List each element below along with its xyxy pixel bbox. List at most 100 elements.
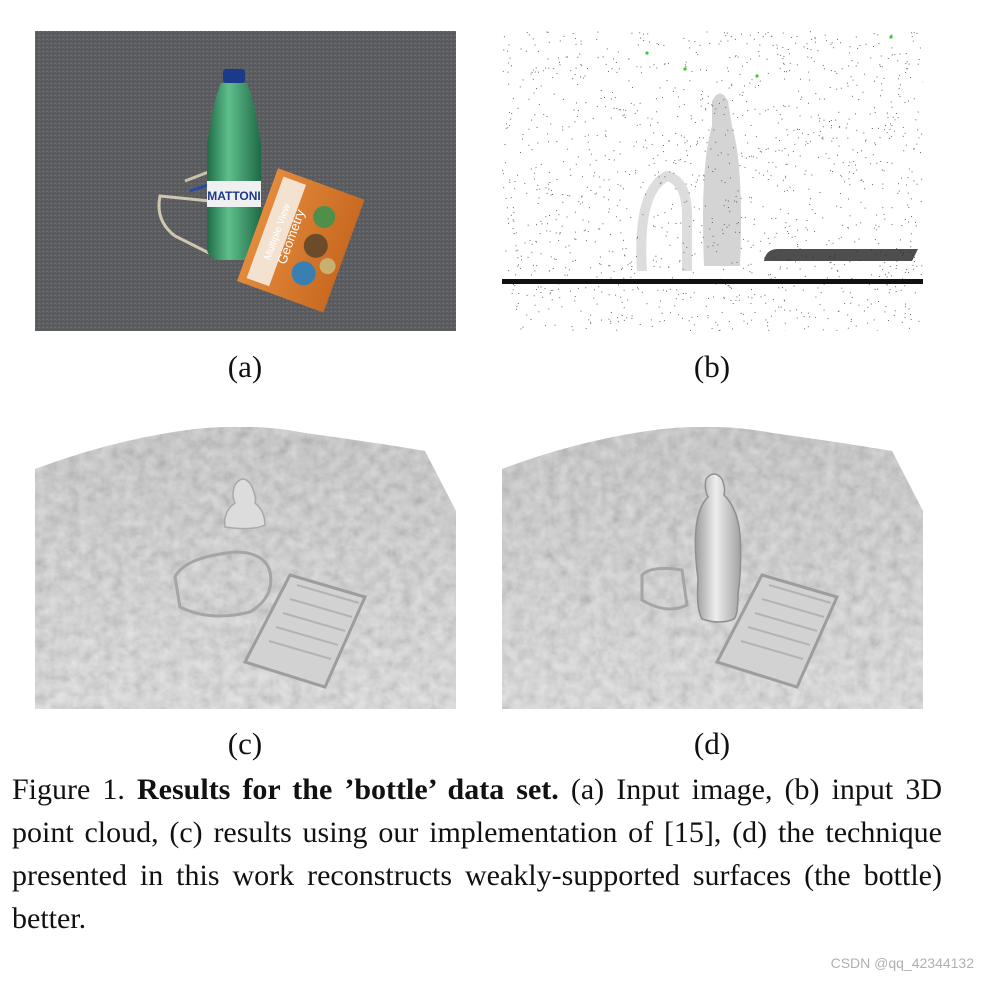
cloud-point — [617, 183, 619, 185]
cloud-point — [774, 310, 776, 312]
cloud-point — [512, 227, 514, 229]
cloud-point — [772, 44, 774, 46]
cloud-point — [715, 321, 717, 323]
cloud-point — [616, 317, 618, 319]
cloud-point — [802, 289, 804, 291]
cloud-point — [711, 222, 713, 223]
cloud-point — [727, 40, 729, 42]
cloud-point — [567, 148, 569, 150]
cloud-point — [704, 205, 706, 207]
cloud-point — [727, 70, 729, 72]
cloud-point — [750, 263, 752, 265]
cloud-point — [804, 144, 806, 146]
cloud-point — [838, 238, 840, 240]
cloud-point — [573, 109, 575, 111]
cloud-point — [593, 297, 595, 299]
cloud-point — [765, 149, 767, 150]
cloud-point — [679, 260, 681, 262]
cloud-point — [786, 190, 788, 191]
cloud-point — [620, 232, 622, 234]
cloud-point — [766, 58, 768, 60]
cloud-point — [596, 276, 598, 278]
cloud-point — [587, 231, 589, 233]
cloud-point — [691, 70, 693, 72]
cloud-point — [622, 248, 624, 250]
cloud-point — [889, 128, 891, 130]
cloud-point — [807, 48, 809, 50]
cloud-point — [620, 296, 622, 298]
cloud-point — [503, 187, 505, 189]
cloud-point — [612, 251, 614, 253]
cloud-point — [623, 239, 624, 241]
cloud-point — [785, 289, 787, 291]
cloud-point — [894, 310, 896, 312]
cloud-point — [895, 286, 897, 288]
cloud-point — [917, 111, 919, 113]
cloud-point — [753, 223, 755, 225]
cloud-point — [608, 250, 610, 252]
cloud-point — [916, 183, 918, 185]
cloud-point — [655, 98, 657, 100]
cloud-point — [767, 325, 769, 327]
cloud-point — [701, 225, 703, 227]
cloud-point — [796, 317, 798, 319]
cloud-point — [539, 188, 541, 190]
cloud-point — [507, 71, 509, 73]
cloud-point — [817, 287, 819, 289]
cloud-point — [784, 78, 786, 80]
panel-label-a: (a) — [227, 349, 263, 384]
cloud-point — [750, 201, 752, 203]
cloud-point — [865, 139, 867, 141]
cloud-point — [890, 136, 892, 138]
cloud-point — [694, 253, 696, 255]
cloud-floor — [502, 279, 923, 284]
cloud-point — [509, 57, 511, 59]
cloud-point — [848, 178, 850, 180]
reconstruction-d-panel — [502, 427, 923, 709]
cloud-point — [581, 196, 583, 198]
cloud-point — [701, 119, 703, 121]
cloud-point — [667, 63, 669, 65]
cloud-point — [912, 264, 914, 266]
cloud-point — [844, 303, 846, 305]
cloud-point — [556, 179, 558, 181]
cloud-point — [513, 220, 515, 222]
cloud-point — [749, 271, 751, 273]
cloud-point — [713, 242, 715, 244]
cloud-point — [782, 62, 784, 64]
cloud-point — [683, 103, 685, 105]
cloud-point — [555, 232, 557, 234]
cloud-point — [540, 85, 542, 87]
cloud-point — [916, 32, 918, 34]
cloud-point — [549, 230, 551, 232]
cloud-point — [784, 148, 786, 149]
cloud-point — [641, 291, 643, 293]
cloud-point — [809, 204, 811, 205]
cloud-point — [770, 175, 772, 177]
cloud-point — [616, 71, 618, 73]
cloud-point — [775, 150, 777, 152]
cloud-point — [753, 38, 755, 40]
cloud-point — [696, 140, 698, 142]
cloud-point — [857, 47, 859, 49]
cloud-point — [605, 63, 607, 65]
cloud-point — [621, 315, 623, 316]
cloud-point — [870, 57, 872, 59]
cloud-point — [563, 161, 564, 163]
cloud-point — [822, 329, 824, 331]
cloud-point — [782, 46, 784, 48]
cloud-point — [739, 73, 741, 75]
cloud-point — [685, 66, 687, 67]
cloud-point — [609, 189, 610, 191]
cloud-point — [652, 158, 654, 160]
cloud-point — [707, 314, 709, 316]
cloud-point — [545, 187, 547, 189]
cloud-point — [891, 47, 893, 49]
cloud-point — [658, 171, 659, 173]
cloud-point — [746, 43, 748, 45]
cloud-point — [919, 47, 921, 49]
cloud-point — [835, 119, 837, 121]
cloud-point — [823, 283, 825, 285]
cloud-point — [751, 79, 753, 81]
cloud-point — [796, 36, 798, 38]
